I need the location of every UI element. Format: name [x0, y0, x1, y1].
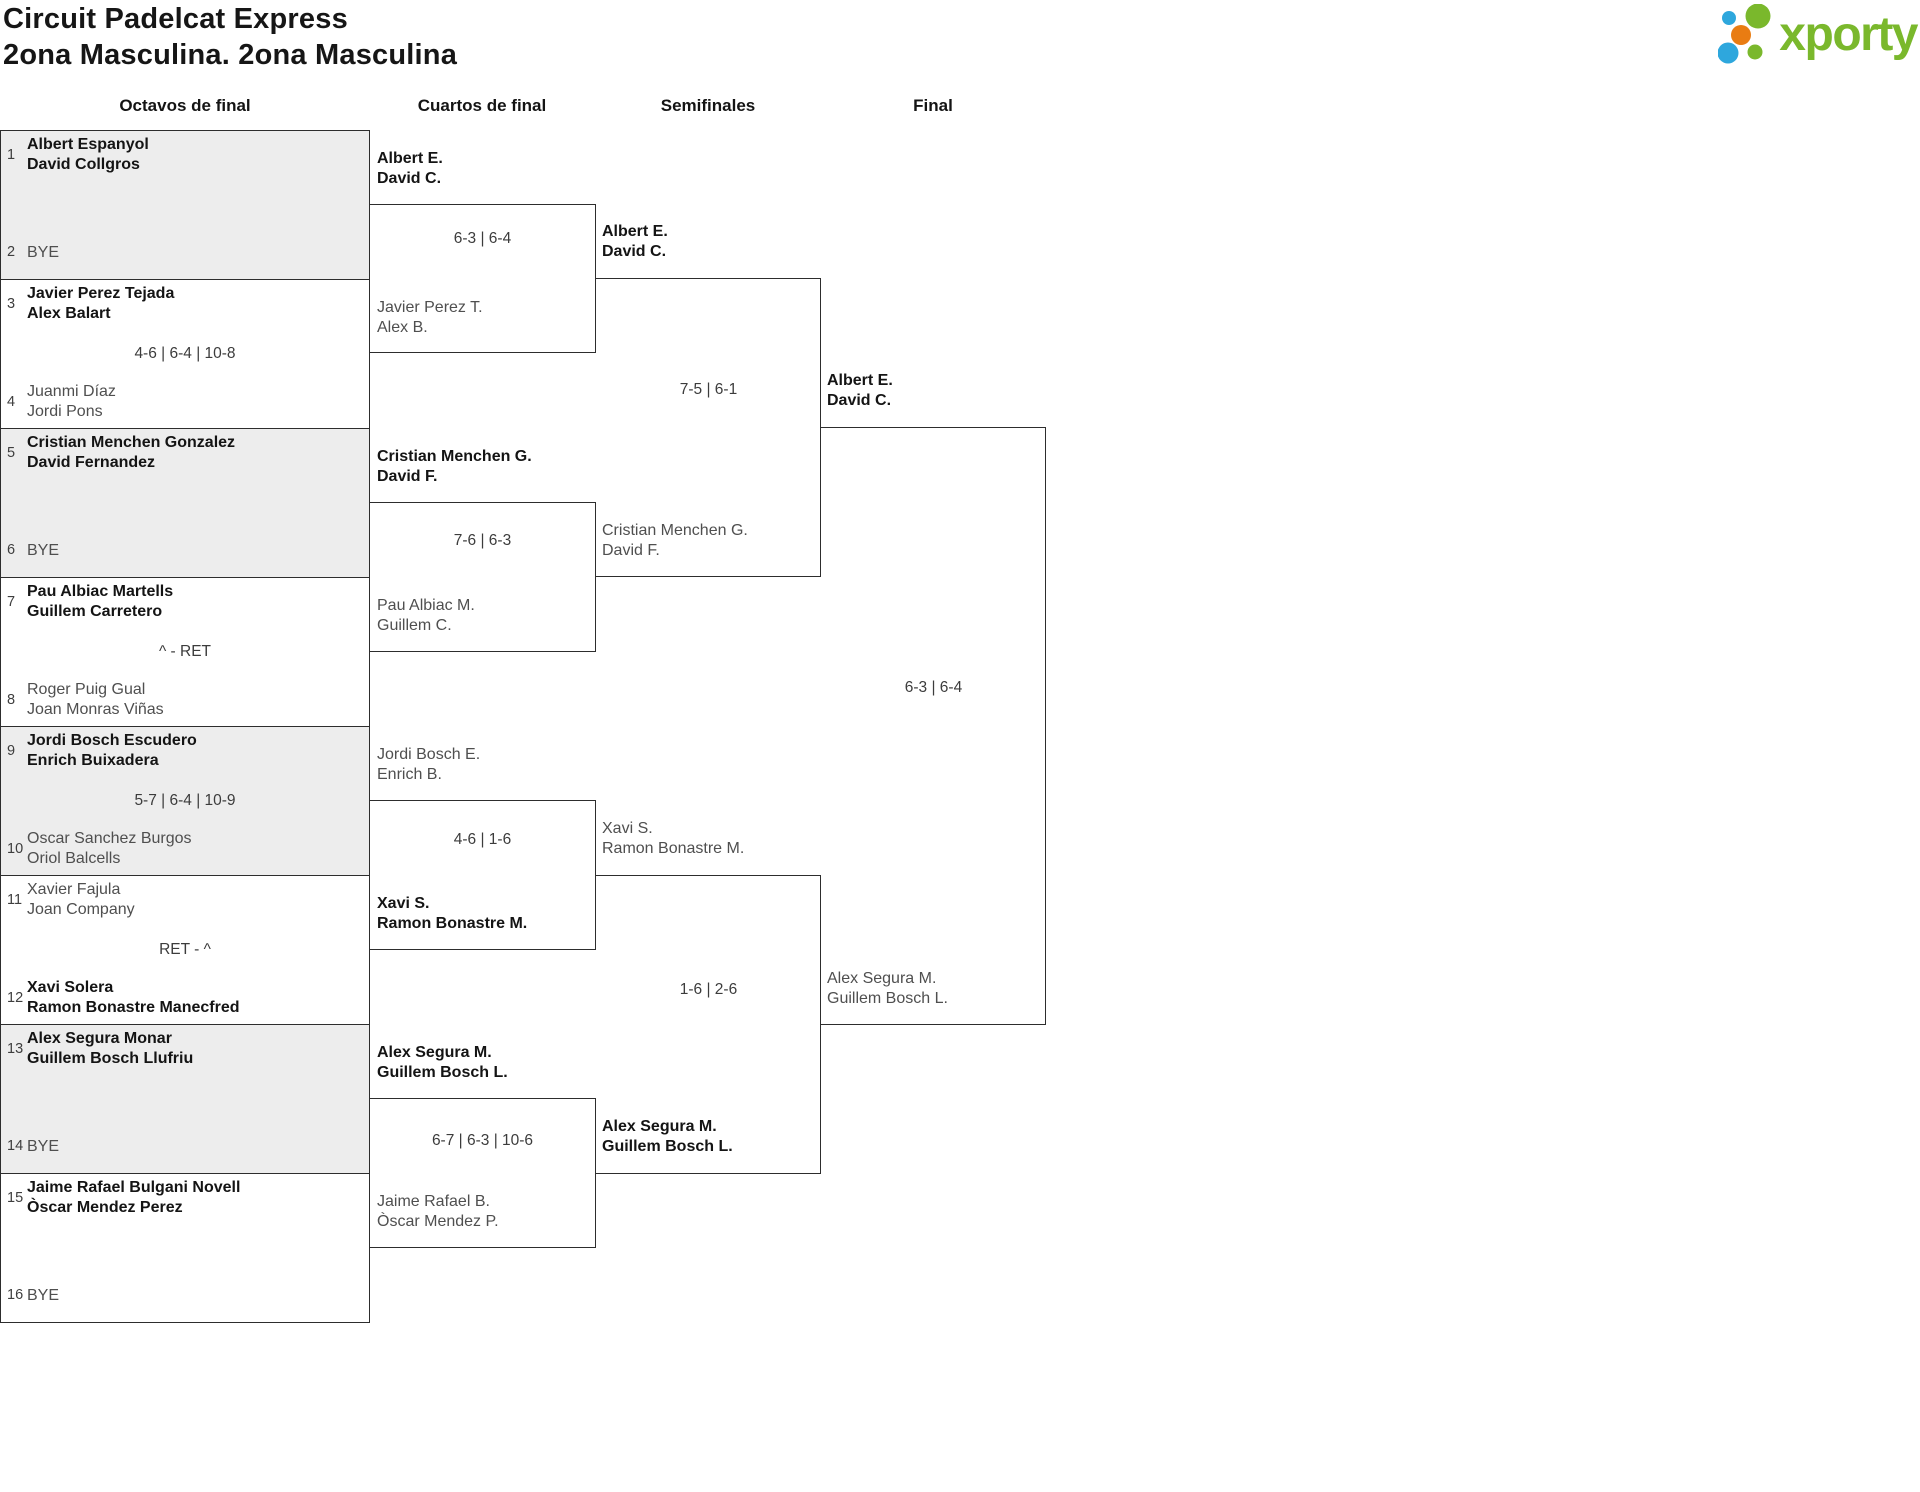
seed-number: 12	[7, 989, 24, 1006]
team-names: BYE	[27, 1137, 60, 1155]
team-label-cuartos: Jaime Rafael B.Òscar Mendez P.	[377, 1193, 499, 1230]
team-names: BYE	[27, 1286, 60, 1304]
page-title: Circuit Padelcat Express	[3, 3, 348, 35]
round-header-final: Final	[913, 96, 953, 115]
seed-number: 8	[7, 691, 16, 708]
logo-dots-icon	[1718, 4, 1771, 64]
seed-number: 6	[7, 542, 16, 559]
team-row: 14 BYE	[7, 1137, 365, 1157]
match-score: 6-7 | 6-3 | 10-6	[431, 1132, 534, 1149]
seed-number: 11	[7, 891, 23, 908]
logo-wordmark: xporty	[1779, 8, 1918, 61]
match-score: 4-6 | 6-4 | 10-8	[134, 345, 236, 362]
round-header-octavos: Octavos de final	[119, 96, 251, 115]
match-score: 7-5 | 6-1	[679, 381, 738, 398]
seed-number: 16	[7, 1287, 24, 1304]
seed-number: 15	[7, 1189, 24, 1206]
match-score: 7-6 | 6-3	[453, 532, 512, 549]
seed-number: 4	[7, 393, 16, 410]
team-label-semifinal: Xavi S.Ramon Bonastre M.	[602, 820, 745, 857]
match-score: RET - ^	[159, 941, 211, 958]
connector-box-cuartos-1	[369, 204, 596, 353]
team-label-semifinal: Albert E.David C.	[602, 223, 668, 260]
team-names: BYE	[27, 541, 60, 559]
team-label-semifinal: Alex Segura M.Guillem Bosch L.	[602, 1118, 733, 1155]
connector-box-semifinal-2	[596, 875, 821, 1174]
seed-number: 3	[7, 295, 16, 312]
connector-box-cuartos-2	[369, 502, 596, 652]
match-score: 4-6 | 1-6	[453, 831, 512, 848]
team-label-cuartos: Javier Perez T.Alex B.	[377, 299, 483, 336]
team-names: BYE	[27, 243, 60, 261]
match-score: ^ - RET	[158, 643, 212, 660]
xporty-logo: xporty	[1718, 4, 1918, 66]
round-header-semifinales: Semifinales	[660, 96, 756, 115]
match-score: 5-7 | 6-4 | 10-9	[134, 792, 236, 809]
seed-number: 9	[7, 742, 16, 759]
team-label-semifinal: Cristian Menchen G.David F.	[602, 522, 748, 559]
team-label-final: Albert E.David C.	[827, 372, 893, 409]
seed-number: 13	[7, 1040, 24, 1057]
seed-number: 14	[7, 1138, 24, 1155]
connector-box-cuartos-4	[369, 1098, 596, 1248]
team-label-cuartos: Xavi S.Ramon Bonastre M.	[377, 895, 528, 932]
match-score: 1-6 | 2-6	[679, 981, 738, 998]
seed-number: 10	[7, 840, 24, 857]
match-score: 6-3 | 6-4	[453, 230, 512, 247]
team-row: 6 BYE	[7, 541, 365, 561]
team-label-final: Alex Segura M.Guillem Bosch L.	[827, 970, 948, 1007]
team-label-cuartos: Albert E.David C.	[377, 150, 443, 187]
team-row: 2 BYE	[7, 243, 365, 263]
seed-number: 5	[7, 444, 16, 461]
match-score: 6-3 | 6-4	[904, 679, 963, 696]
team-label-cuartos: Pau Albiac M.Guillem C.	[377, 597, 475, 634]
team-label-cuartos: Cristian Menchen G.David F.	[377, 448, 532, 485]
seed-number: 7	[7, 593, 16, 610]
team-label-cuartos: Jordi Bosch E.Enrich B.	[377, 746, 481, 783]
round-header-cuartos: Cuartos de final	[417, 96, 547, 115]
page-subtitle: 2ona Masculina. 2ona Masculina	[3, 39, 458, 71]
seed-number: 2	[7, 244, 16, 261]
connector-box-semifinal-1	[596, 278, 821, 577]
connector-box-cuartos-3	[369, 800, 596, 950]
team-row: 16 BYE	[7, 1286, 365, 1306]
team-label-cuartos: Alex Segura M.Guillem Bosch L.	[377, 1044, 508, 1081]
seed-number: 1	[7, 146, 16, 163]
connector-box-final	[821, 427, 1046, 1025]
